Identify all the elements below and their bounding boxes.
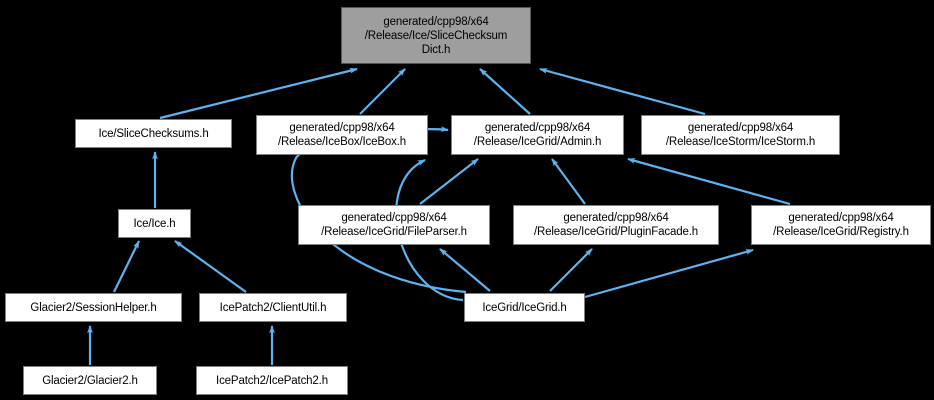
graph-node-pluginfacade[interactable]: generated/cpp98/x64/Release/IceGrid/Plug…	[513, 205, 719, 245]
graph-node-label-line: Glacier2/Glacier2.h	[42, 374, 138, 387]
graph-edge	[159, 67, 358, 120]
graph-node-label-line: /Release/IceGrid/Registry.h	[773, 226, 909, 238]
graph-node-label-line: Dict.h	[421, 43, 451, 56]
graph-node-icegrid[interactable]: IceGrid/IceGrid.h	[464, 293, 585, 322]
graph-node-slicechecksums[interactable]: Ice/SliceChecksums.h	[75, 119, 232, 148]
graph-node-label-line: generated/cpp98/x64	[341, 212, 447, 224]
graph-node-label-line: generated/cpp98/x64	[289, 122, 395, 134]
graph-node-label-line: generated/cpp98/x64	[563, 212, 669, 224]
graph-edge	[174, 240, 247, 293]
graph-edge	[419, 158, 479, 205]
graph-node-label-line: generated/cpp98/x64	[788, 212, 894, 224]
graph-node-label-line: generated/cpp98/x64	[383, 15, 489, 28]
graph-node-fileparser[interactable]: generated/cpp98/x64/Release/IceGrid/File…	[298, 205, 490, 245]
graph-edge	[584, 248, 754, 299]
graph-node-label-line: Glacier2/SessionHelper.h	[30, 301, 157, 314]
graph-node-label-line: Ice/SliceChecksums.h	[98, 127, 209, 140]
graph-node-label-line: /Release/IceGrid/PluginFacade.h	[533, 226, 699, 238]
graph-node-iceice[interactable]: Ice/Ice.h	[118, 209, 191, 238]
graph-node-label-line: IcePatch2/ClientUtil.h	[219, 301, 327, 314]
graph-node-slicechecksumdict[interactable]: generated/cpp98/x64/Release/Ice/SliceChe…	[341, 7, 531, 64]
graph-edge	[113, 240, 140, 293]
graph-node-label-line: /Release/IceGrid/FileParser.h	[321, 226, 467, 238]
graph-node-clientutil[interactable]: IcePatch2/ClientUtil.h	[199, 293, 347, 322]
graph-node-icebox[interactable]: generated/cpp98/x64/Release/IceBox/IceBo…	[256, 115, 428, 155]
graph-node-icepatch2[interactable]: IcePatch2/IcePatch2.h	[196, 366, 348, 395]
graph-edge	[539, 67, 706, 116]
graph-edge	[479, 68, 531, 115]
graph-node-registry[interactable]: generated/cpp98/x64/Release/IceGrid/Regi…	[751, 205, 931, 245]
graph-node-label-line: generated/cpp98/x64	[687, 122, 794, 134]
graph-node-label-line: IcePatch2/IcePatch2.h	[216, 374, 328, 387]
graph-edge	[627, 157, 791, 206]
graph-node-icestorm[interactable]: generated/cpp98/x64/Release/IceStorm/Ice…	[641, 115, 840, 155]
graph-node-label-line: generated/cpp98/x64	[484, 122, 591, 134]
graph-node-label-line: /Release/Ice/SliceChecksum	[364, 29, 508, 42]
graph-node-label-line: /Release/IceStorm/IceStorm.h	[665, 136, 816, 148]
graph-edge	[549, 248, 593, 292]
graph-node-sessionhelper[interactable]: Glacier2/SessionHelper.h	[5, 293, 182, 322]
graph-node-label-line: /Release/IceBox/IceBox.h	[277, 136, 407, 148]
graph-node-glacier2[interactable]: Glacier2/Glacier2.h	[23, 366, 157, 395]
graph-node-label-line: IceGrid/IceGrid.h	[482, 301, 567, 314]
graph-edge	[551, 158, 586, 205]
graph-node-label-line: Ice/Ice.h	[133, 217, 176, 230]
graph-node-label-line: /Release/IceGrid/Admin.h	[473, 136, 602, 148]
graph-edge	[439, 248, 491, 292]
graph-edge	[359, 68, 406, 115]
graph-node-admin[interactable]: generated/cpp98/x64/Release/IceGrid/Admi…	[451, 115, 624, 155]
